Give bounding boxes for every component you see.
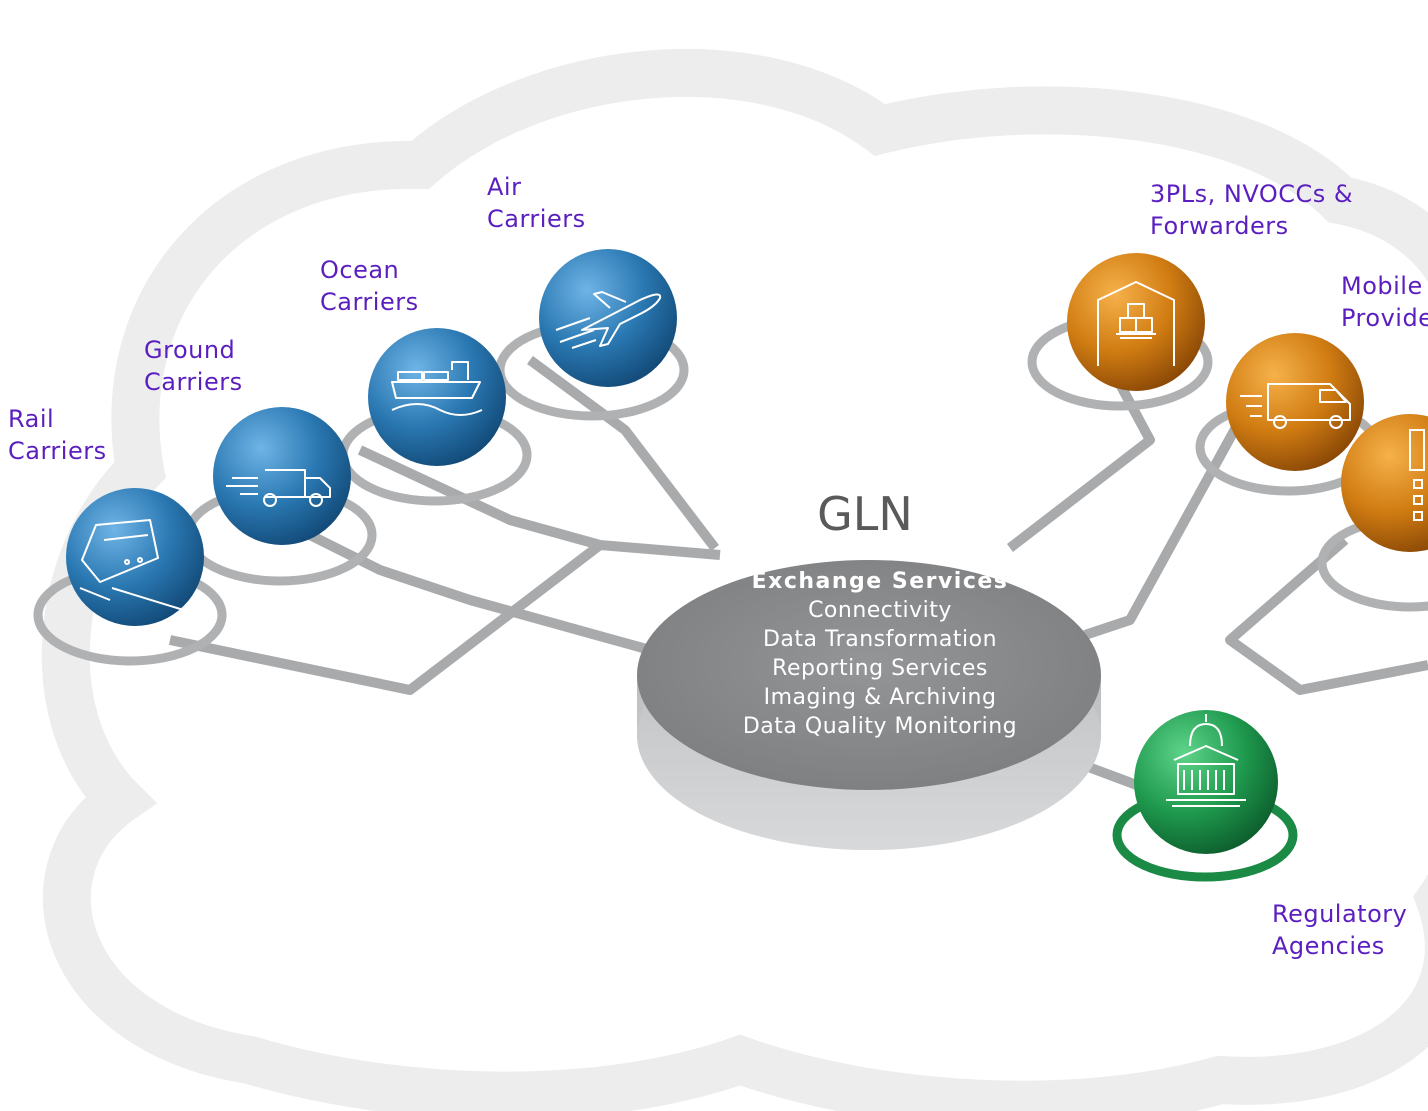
- label-line: Agencies: [1272, 932, 1385, 960]
- label-line: Carriers: [144, 368, 243, 396]
- sphere-ground: [213, 407, 351, 545]
- label-line: Forwarders: [1150, 212, 1289, 240]
- train-icon: [79, 519, 191, 613]
- label-line: Ground: [144, 336, 236, 364]
- label-ground-carriers: Ground Carriers: [144, 334, 243, 398]
- service-item: Data Quality Monitoring: [742, 714, 1018, 739]
- sphere-ocean: [368, 328, 506, 466]
- sphere-building: [1341, 414, 1428, 552]
- capitol-icon: [1166, 714, 1246, 807]
- label-line: Air: [487, 173, 522, 201]
- ship-icon: [391, 361, 483, 416]
- service-item: Connectivity: [808, 598, 952, 623]
- connector-lines: [168, 307, 1428, 795]
- van-icon: [1240, 383, 1351, 429]
- building-icon: [1409, 429, 1425, 521]
- sphere-air: [539, 249, 677, 387]
- label-line: Mobile: [1341, 272, 1423, 300]
- service-item: Data Transformation: [762, 627, 998, 652]
- services-list: Exchange Services Connectivity Data Tran…: [700, 567, 1060, 741]
- connector-ground: [297, 525, 652, 655]
- label-line: Rail: [8, 405, 55, 433]
- label-line: Ocean: [320, 256, 400, 284]
- truck-icon: [226, 469, 331, 507]
- sphere-regulatory: [1134, 710, 1278, 854]
- connector-building: [1225, 536, 1428, 695]
- label-line: Carriers: [8, 437, 107, 465]
- label-line: Provide: [1341, 304, 1428, 332]
- service-item: Imaging & Archiving: [763, 685, 997, 710]
- label-line: Carriers: [487, 205, 586, 233]
- sphere-mobile: [1226, 333, 1364, 471]
- sphere-logistics: [1067, 253, 1205, 391]
- connector-air: [527, 355, 719, 552]
- label-line: Regulatory: [1272, 900, 1408, 928]
- connector-mobile: [1083, 417, 1245, 640]
- label-rail-carriers: Rail Carriers: [8, 403, 107, 467]
- hub-title: GLN: [817, 487, 913, 541]
- sphere-rail: [66, 488, 204, 626]
- gln-hub-disk: [637, 560, 1101, 850]
- label-line: 3PLs, NVOCCs &: [1150, 180, 1354, 208]
- warehouse-icon: [1097, 281, 1175, 366]
- connector-rail: [168, 540, 721, 695]
- label-regulatory-agencies: Regulatory Agencies: [1272, 898, 1407, 962]
- label-line: Carriers: [320, 288, 419, 316]
- services-heading: Exchange Services: [751, 569, 1009, 594]
- label-ocean-carriers: Ocean Carriers: [320, 254, 419, 318]
- airplane-icon: [555, 291, 662, 349]
- service-item: Reporting Services: [772, 656, 988, 681]
- label-air-carriers: Air Carriers: [487, 171, 586, 235]
- label-mobile-providers: Mobile Provide: [1341, 270, 1428, 334]
- connector-ocean: [357, 445, 602, 550]
- label-3pls-forwarders: 3PLs, NVOCCs & Forwarders: [1150, 178, 1353, 242]
